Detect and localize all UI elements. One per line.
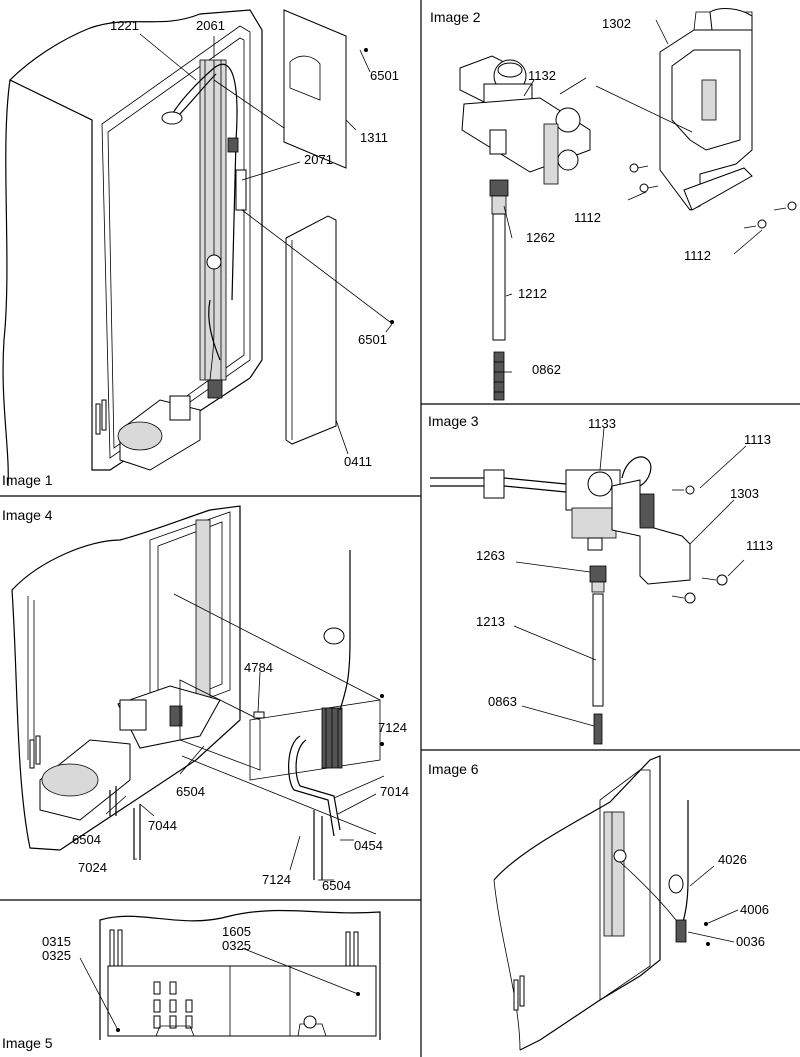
callout-0411: 0411 <box>344 454 372 469</box>
callout-4006: 4006 <box>740 902 769 917</box>
panel-2-title: Image 2 <box>430 9 481 25</box>
panel-4-drawing <box>11 505 385 881</box>
callout-1605: 1605 <box>222 924 251 939</box>
callout-1302: 1302 <box>602 16 631 31</box>
callout-1303: 1303 <box>730 486 759 501</box>
callout-1133: 1133 <box>588 416 616 431</box>
panel-4-title: Image 4 <box>2 507 53 523</box>
callout-0325-right: 0325 <box>222 938 251 953</box>
callout-1132: 1132 <box>528 68 556 83</box>
callout-0862: 0862 <box>532 362 561 377</box>
callout-1311: 1311 <box>360 130 388 145</box>
callout-6501-top: 6501 <box>370 68 399 83</box>
callout-2061: 2061 <box>196 18 225 33</box>
callout-7014: 7014 <box>380 784 409 799</box>
callout-1113-bottom: 1113 <box>746 538 773 553</box>
panel-2-labels: Image 2 1302 1132 1112 1262 1112 1212 08… <box>430 9 711 377</box>
callout-0454: 0454 <box>354 838 383 853</box>
callout-7124-right: 7124 <box>378 720 407 735</box>
callout-1263: 1263 <box>476 548 505 563</box>
callout-6504-left: 6504 <box>72 832 101 847</box>
callout-7044: 7044 <box>148 818 177 833</box>
callout-7124-bottom: 7124 <box>262 872 291 887</box>
panel-5-drawing <box>79 909 381 1040</box>
callout-7024: 7024 <box>78 860 107 875</box>
panel-6-title: Image 6 <box>428 761 479 777</box>
callout-0036: 0036 <box>736 934 765 949</box>
panel-3-title: Image 3 <box>428 413 479 429</box>
callout-1212: 1212 <box>518 286 547 301</box>
panel-1-title: Image 1 <box>2 472 53 488</box>
callout-1221: 1221 <box>110 18 139 33</box>
panel-6-drawing <box>493 755 739 1051</box>
callout-0325-left: 0325 <box>42 948 71 963</box>
callout-4026: 4026 <box>718 852 747 867</box>
panel-2-drawing <box>459 8 797 401</box>
callout-1113-top: 1113 <box>744 432 771 447</box>
panel-1-drawing <box>2 9 394 487</box>
callout-6501-bottom: 6501 <box>358 332 387 347</box>
callout-6504-mid: 6504 <box>176 784 205 799</box>
panel-4-labels: Image 4 4784 7124 6504 7014 6504 7044 04… <box>2 507 409 893</box>
callout-1112-left: 1112 <box>574 210 601 225</box>
panel-5-labels: Image 5 0315 0325 1605 0325 <box>2 924 251 1051</box>
callout-0863: 0863 <box>488 694 517 709</box>
callout-0315: 0315 <box>42 934 71 949</box>
panel-1-labels: Image 1 1221 2061 6501 1311 2071 6501 04… <box>2 18 399 488</box>
callout-6504-bottom: 6504 <box>322 878 351 893</box>
callout-1213: 1213 <box>476 614 505 629</box>
callout-4784: 4784 <box>244 660 273 675</box>
panel-3-labels: Image 3 1133 1113 1303 1113 1263 1213 08… <box>428 413 773 709</box>
panel-5-title: Image 5 <box>2 1035 53 1051</box>
callout-2071: 2071 <box>304 152 333 167</box>
panel-6-labels: Image 6 4026 4006 0036 <box>428 761 769 949</box>
callout-1262: 1262 <box>526 230 555 245</box>
panel-3-drawing <box>430 427 747 745</box>
callout-1112-right: 1112 <box>684 248 711 263</box>
